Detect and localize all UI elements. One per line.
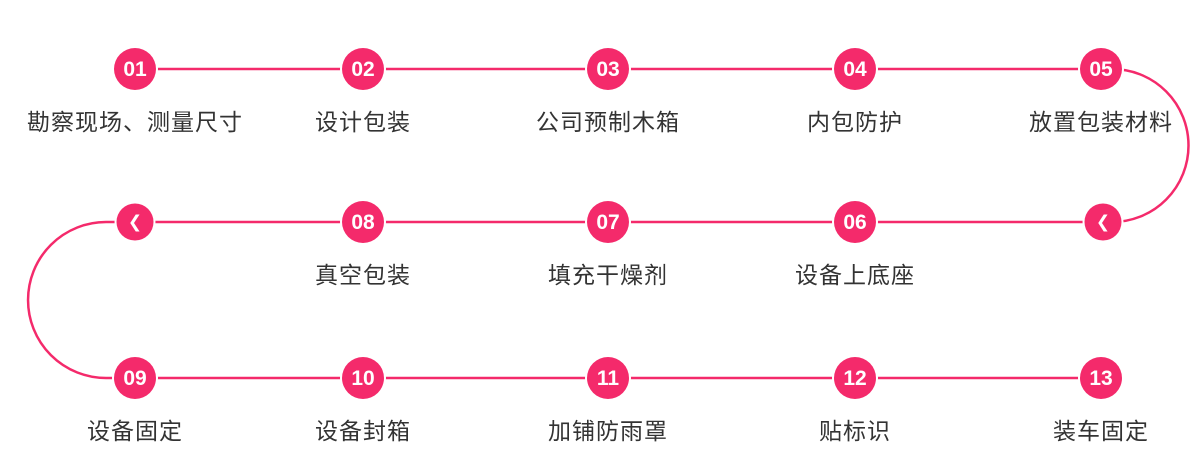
step-03-label: 公司预制木箱 (536, 109, 680, 135)
chevron-left-icon: ❮ (116, 203, 154, 241)
step-02: 02 设计包装 (233, 48, 493, 137)
step-13-label: 装车固定 (1053, 418, 1149, 444)
step-11-number-badge: 11 (587, 357, 629, 399)
step-06-number-badge: 06 (834, 201, 876, 243)
step-06: 06 设备上底座 (725, 201, 985, 290)
step-11: 11 加铺防雨罩 (478, 357, 738, 446)
step-04-number-badge: 04 (834, 48, 876, 90)
step-09: 09 设备固定 (5, 357, 265, 446)
step-11-label: 加铺防雨罩 (548, 418, 668, 444)
step-03-number-badge: 03 (587, 48, 629, 90)
step-10: 10 设备封箱 (233, 357, 493, 446)
step-01-label: 勘察现场、测量尺寸 (27, 109, 243, 135)
step-03: 03 公司预制木箱 (478, 48, 738, 137)
step-08-label: 真空包装 (315, 262, 411, 288)
step-08: 08 真空包装 (233, 201, 493, 290)
chevron-right-side-icon: ❮ (1084, 203, 1122, 241)
step-13-number-badge: 13 (1080, 357, 1122, 399)
step-12-label: 贴标识 (819, 418, 891, 444)
step-10-label: 设备封箱 (315, 418, 411, 444)
step-04: 04 内包防护 (725, 48, 985, 137)
step-12-number-badge: 12 (834, 357, 876, 399)
step-02-number-badge: 02 (342, 48, 384, 90)
step-01-number-badge: 01 (114, 48, 156, 90)
step-09-label: 设备固定 (87, 418, 183, 444)
step-01: 01 勘察现场、测量尺寸 (5, 48, 265, 137)
step-10-number-badge: 10 (342, 357, 384, 399)
step-12: 12 贴标识 (725, 357, 985, 446)
step-08-number-badge: 08 (342, 201, 384, 243)
snake-path (26, 67, 1190, 380)
step-07: 07 填充干燥剂 (478, 201, 738, 290)
step-07-number-badge: 07 (587, 201, 629, 243)
step-05-label: 放置包装材料 (1029, 109, 1173, 135)
step-13: 13 装车固定 (971, 357, 1200, 446)
step-05-number-badge: 05 (1080, 48, 1122, 90)
step-04-label: 内包防护 (807, 109, 903, 135)
step-06-label: 设备上底座 (795, 262, 915, 288)
step-05: 05 放置包装材料 (971, 48, 1200, 137)
step-07-label: 填充干燥剂 (548, 262, 668, 288)
step-09-number-badge: 09 (114, 357, 156, 399)
step-02-label: 设计包装 (315, 109, 411, 135)
